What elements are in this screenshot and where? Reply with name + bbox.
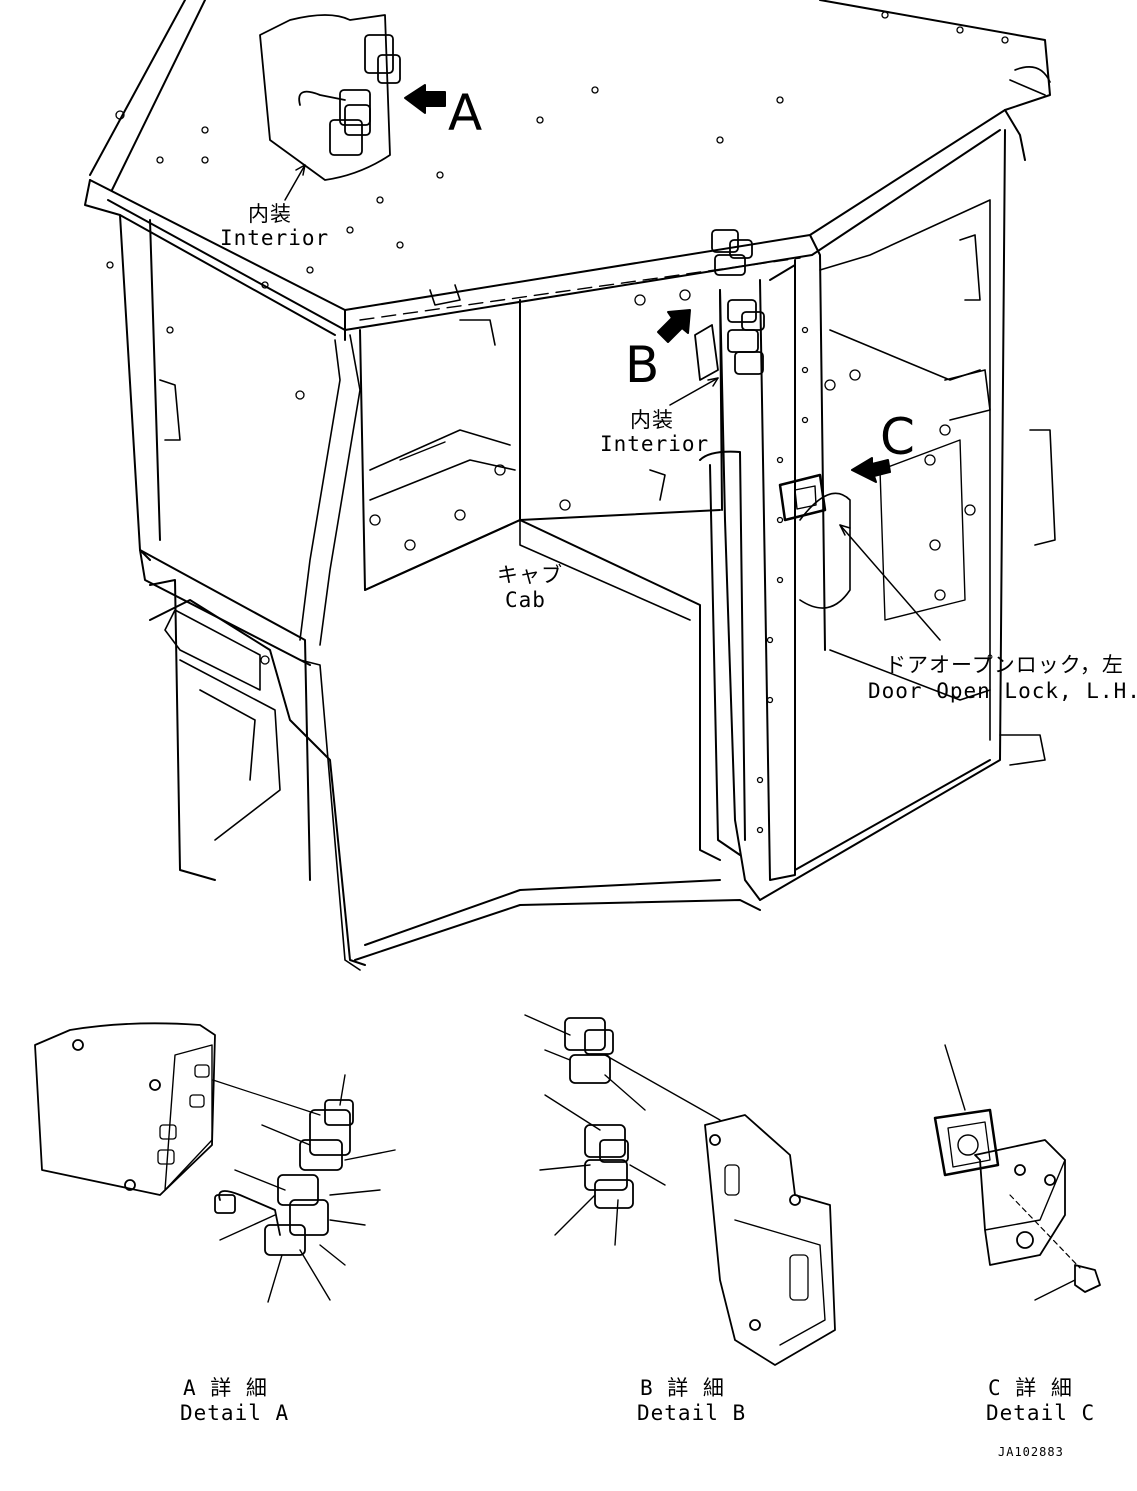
- detail-b-title-en: Detail B: [637, 1401, 747, 1425]
- interior-b-label-jp: 内装: [630, 408, 674, 432]
- callout-b: B: [625, 336, 660, 394]
- detail-a-drawing: [34, 1022, 396, 1303]
- callout-c-arrow: [851, 457, 891, 483]
- door-lock-label-jp: ドアオープンロック，左: [885, 653, 1124, 677]
- bolt-holes: [106, 11, 1009, 834]
- detail-b-title-jp: B 詳 細: [640, 1376, 725, 1400]
- interior-panel-a: [259, 14, 401, 181]
- detail-c-title-jp: C 詳 細: [988, 1376, 1073, 1400]
- detail-a-title-en: Detail A: [180, 1401, 290, 1425]
- cab-rear-wall: [359, 289, 723, 861]
- detail-c-title-en: Detail C: [986, 1401, 1096, 1425]
- interior-a-label-jp: 内装: [248, 202, 292, 226]
- interior-a-leader: [284, 164, 306, 201]
- cab-roof: [89, 0, 1051, 651]
- detail-c-drawing: [933, 1044, 1101, 1301]
- callout-a-arrow: [404, 84, 446, 114]
- detail-b-drawing: [524, 1014, 836, 1366]
- door-lock-leader: [839, 524, 941, 641]
- callout-a: A: [448, 84, 483, 142]
- cab-label-jp: キャブ: [497, 563, 563, 587]
- interior-b-label-en: Interior: [600, 432, 710, 456]
- cab-frame-left: [84, 179, 366, 971]
- door-lock-label-en: Door Open Lock, L.H.: [868, 679, 1137, 703]
- detail-a-title-jp: A 詳 細: [183, 1376, 268, 1400]
- callout-c: C: [880, 408, 915, 466]
- callout-b-arrow: [657, 309, 691, 343]
- drawing-code: JA102883: [998, 1445, 1064, 1459]
- cab-frame-right: [354, 129, 1056, 961]
- connector-a1: [364, 34, 394, 74]
- cab-label-en: Cab: [505, 588, 546, 612]
- interior-b-leader: [669, 377, 719, 406]
- connectors-b: [694, 229, 765, 381]
- interior-a-label-en: Interior: [220, 226, 330, 250]
- door-open-lock: [778, 473, 827, 522]
